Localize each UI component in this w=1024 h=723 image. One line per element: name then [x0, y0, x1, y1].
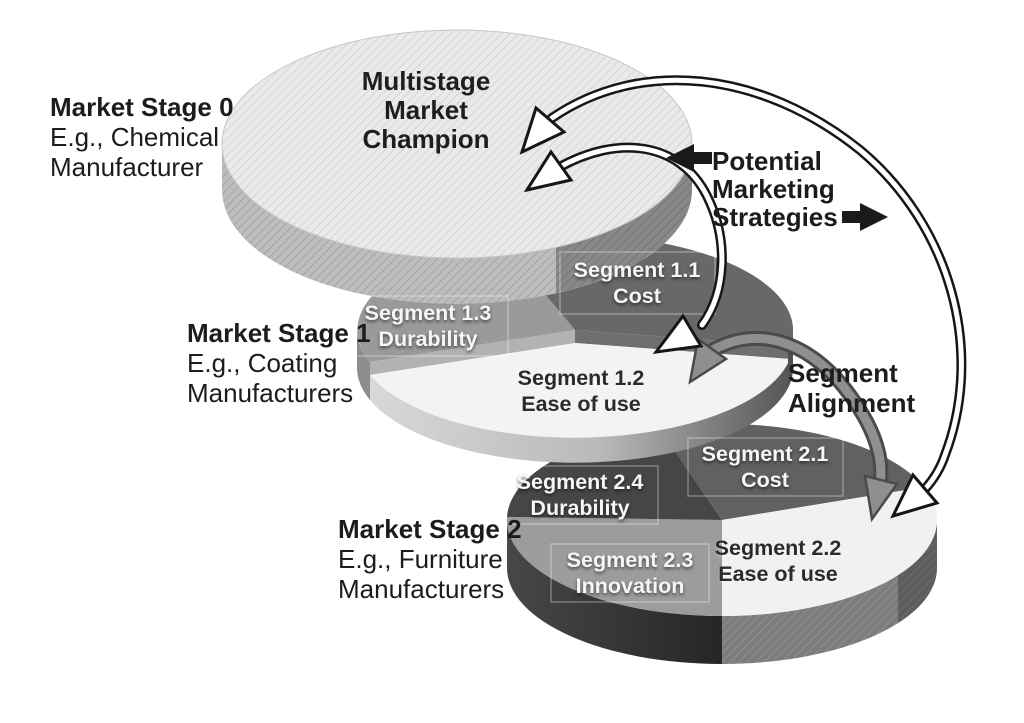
stage2-pie — [506, 423, 938, 664]
strategy-arrow-stage0-stage1 — [523, 142, 727, 354]
stage2-example-line1: E.g., Furniture — [338, 544, 503, 574]
segment-2-1-label: Segment 2.1 Cost — [701, 442, 829, 492]
stage1-title: Market Stage 1 — [187, 318, 371, 348]
stage0-side — [222, 144, 692, 304]
strategy-arrowhead-stage0-lower — [523, 149, 574, 193]
stage2-side-right — [722, 520, 937, 664]
stage2-side-right-shade — [898, 520, 937, 623]
multistage-champion-label: Multistage Market Champion — [361, 66, 491, 154]
stage2-wedge-2-2 — [722, 487, 938, 616]
faint-label-boxes — [347, 251, 844, 603]
segment-2-3-label: Segment 2.3 Innovation — [566, 548, 694, 598]
stage0-disc — [221, 29, 693, 304]
market-stage-1-label: Market Stage 1 E.g., Coating Manufacture… — [187, 318, 371, 408]
stage1-example-line1: E.g., Coating — [187, 348, 338, 378]
segment-2-4-label: Segment 2.4 Durability — [516, 470, 644, 520]
segment-1-2-label: Segment 1.2 Ease of use — [517, 366, 645, 416]
market-stage-0-label: Market Stage 0 E.g., Chemical Manufactur… — [50, 92, 234, 182]
segment-1-3-label: Segment 1.3 Durability — [364, 301, 492, 351]
stage1-riser-left — [370, 330, 575, 375]
stage2-title: Market Stage 2 — [338, 514, 522, 544]
strategy-arrowhead-stage1 — [652, 313, 704, 354]
stage0-example-line2: Manufacturer — [50, 152, 204, 182]
strategy-arrowhead-stage2 — [890, 472, 940, 519]
stage2-side-left — [507, 520, 722, 664]
potential-marketing-strategies-label: Potential Marketing Strategies — [712, 146, 838, 232]
stage2-wedge-2-1 — [659, 423, 924, 520]
stage1-side-front — [370, 363, 788, 463]
stage2-example-line2: Manufacturers — [338, 574, 505, 604]
stage0-example-line1: E.g., Chemical — [50, 122, 220, 152]
stage1-side-left — [357, 330, 370, 400]
market-stage-2-label: Market Stage 2 E.g., Furniture Manufactu… — [338, 514, 522, 604]
stage2-wedge-2-3 — [506, 517, 722, 616]
segment-1-1-label: Segment 1.1 Cost — [573, 258, 701, 308]
segment-alignment-label: Segment Alignment — [788, 358, 916, 418]
stage1-wedge-1-2 — [370, 343, 790, 438]
stage1-example-line2: Manufacturers — [187, 378, 354, 408]
stage0-title: Market Stage 0 — [50, 92, 234, 122]
stage0-top — [221, 29, 693, 259]
strategy-arrow-stage0-stage2 — [519, 75, 967, 519]
stage0-side-shade — [556, 144, 692, 293]
alignment-arrowhead-stage2 — [863, 474, 900, 523]
strategies-pointer-left — [666, 144, 712, 172]
segment-alignment-arrow — [688, 330, 900, 523]
strategy-arrowhead-stage0-upper — [519, 105, 567, 155]
alignment-arrowhead-stage1 — [688, 336, 729, 385]
segment-2-2-label: Segment 2.2 Ease of use — [714, 536, 842, 586]
strategies-pointer-right — [842, 203, 888, 231]
